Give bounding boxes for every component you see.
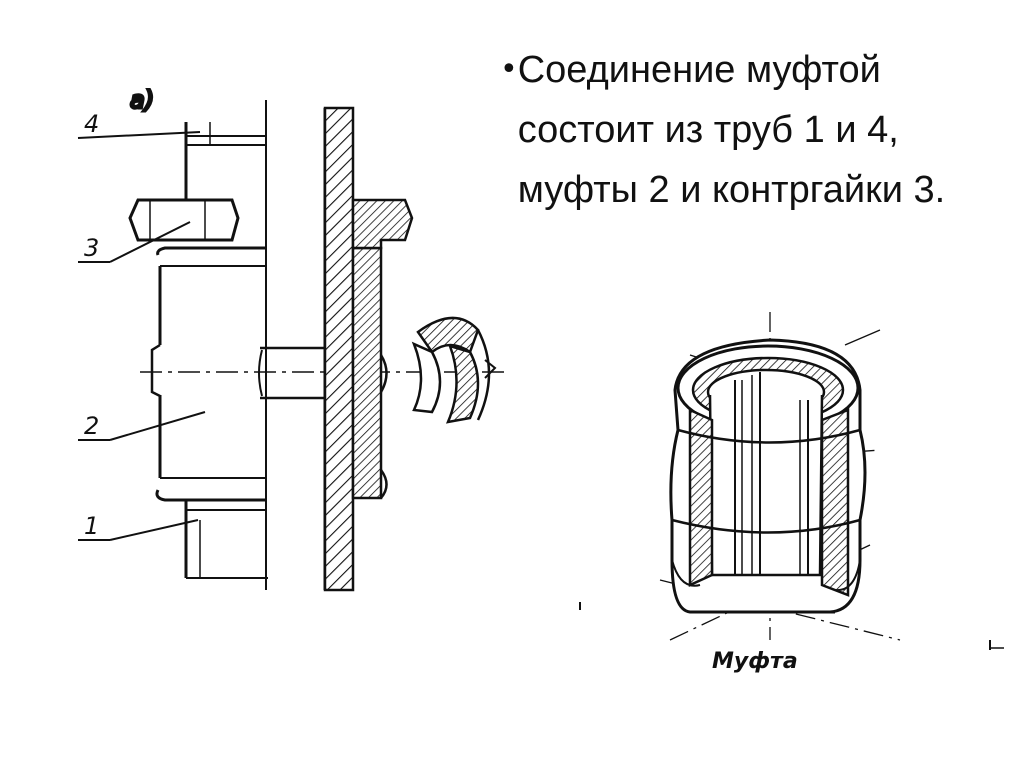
coupling-caption: Муфта bbox=[712, 649, 798, 674]
locknut-section bbox=[351, 198, 414, 250]
locknut-outline bbox=[128, 198, 240, 242]
coupling-isometric-drawing bbox=[659, 312, 901, 641]
right-wall-section bbox=[820, 408, 850, 597]
bullet-text: Соединение муфтой состоит из труб 1 и 4,… bbox=[517, 49, 946, 211]
left-wall-section bbox=[688, 408, 714, 587]
ring-fragment-detail bbox=[411, 316, 497, 424]
variant-label: а) bbox=[130, 86, 154, 114]
coupling-assembly-drawing: а) bbox=[77, 85, 510, 592]
callout-4: 4 bbox=[84, 110, 99, 138]
pipe-wall-section bbox=[323, 106, 355, 592]
callout-3: 3 bbox=[84, 234, 99, 262]
bullet-point: • Соединение муфтой состоит из труб 1 и … bbox=[500, 40, 1000, 220]
coupling-wall-section bbox=[351, 246, 383, 500]
callout-2: 2 bbox=[84, 412, 99, 440]
bullet-marker: • bbox=[500, 52, 518, 87]
callout-1: 1 bbox=[84, 512, 99, 540]
